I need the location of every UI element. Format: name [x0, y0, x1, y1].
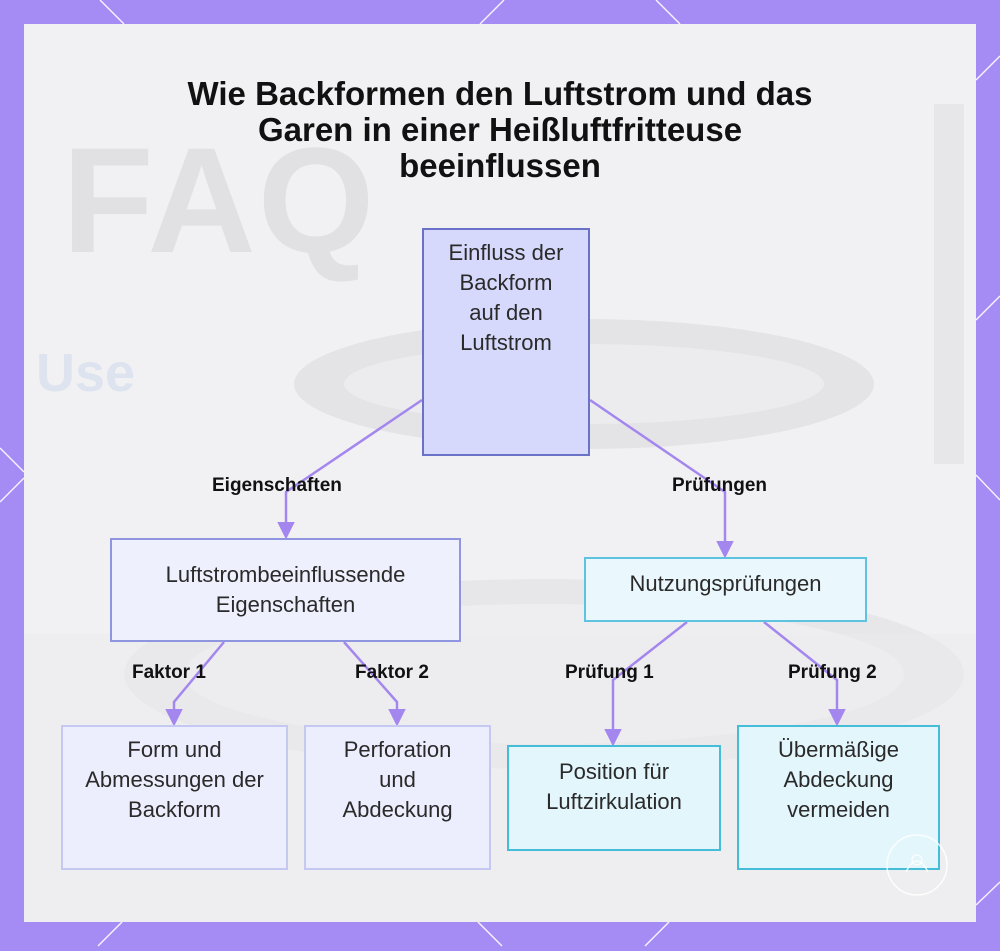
node-perforation: Perforation und Abdeckung [304, 725, 491, 870]
diagram-edges [165, 398, 846, 747]
node-root: Einfluss der Backform auf den Luftstrom [422, 228, 590, 456]
node-position: Position für Luftzirkulation [507, 745, 721, 851]
node-properties: Luftstrombeeinflussende Eigenschaften [110, 538, 461, 642]
edge-label-pruefung1: Prüfung 1 [565, 662, 654, 683]
edge-label-faktor1: Faktor 1 [132, 662, 206, 683]
diagram-title: Wie Backformen den Luftstrom und das Gar… [187, 75, 813, 184]
edge-root-to-usage [589, 398, 734, 559]
node-form-dimensions: Form und Abmessungen der Backform [61, 725, 288, 870]
node-overcover: Übermäßige Abdeckung vermeiden [737, 725, 940, 870]
edge-label-faktor2: Faktor 2 [355, 662, 429, 683]
edge-label-eigenschaften: Eigenschaften [212, 475, 342, 496]
edge-properties-to-form [165, 641, 225, 727]
edge-properties-to-perforation [343, 641, 406, 727]
diagram-card: FAQ Use Wie Backformen den Luftstrom und… [24, 24, 976, 922]
edge-root-to-properties [277, 398, 423, 540]
edge-label-pruefung2: Prüfung 2 [788, 662, 877, 683]
edge-label-pruefungen: Prüfungen [672, 475, 767, 496]
watermark-logo-icon [886, 834, 948, 896]
background-use-text: Use [36, 343, 136, 403]
edge-usage-to-position [604, 621, 688, 747]
background-faq-text: FAQ [62, 116, 377, 284]
node-usage-checks: Nutzungsprüfungen [584, 557, 867, 622]
edge-usage-to-overcover [763, 621, 846, 727]
